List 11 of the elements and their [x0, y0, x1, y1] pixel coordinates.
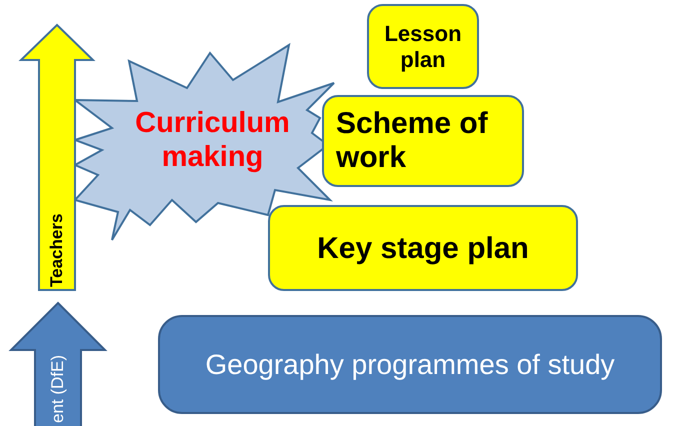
- arrow-label: Teachers: [47, 214, 67, 287]
- box-label: Scheme of work: [335, 107, 489, 175]
- arrow-label: ent (DfE): [48, 354, 68, 423]
- box-label: Geography programmes of study: [205, 348, 615, 382]
- box-label: Lesson plan: [383, 20, 463, 72]
- process-box: [367, 4, 479, 89]
- process-box: [268, 205, 578, 291]
- process-box: [322, 95, 524, 187]
- box-label: Key stage plan: [317, 230, 529, 266]
- process-box: [158, 315, 662, 414]
- burst-label: Curriculum making: [134, 106, 291, 174]
